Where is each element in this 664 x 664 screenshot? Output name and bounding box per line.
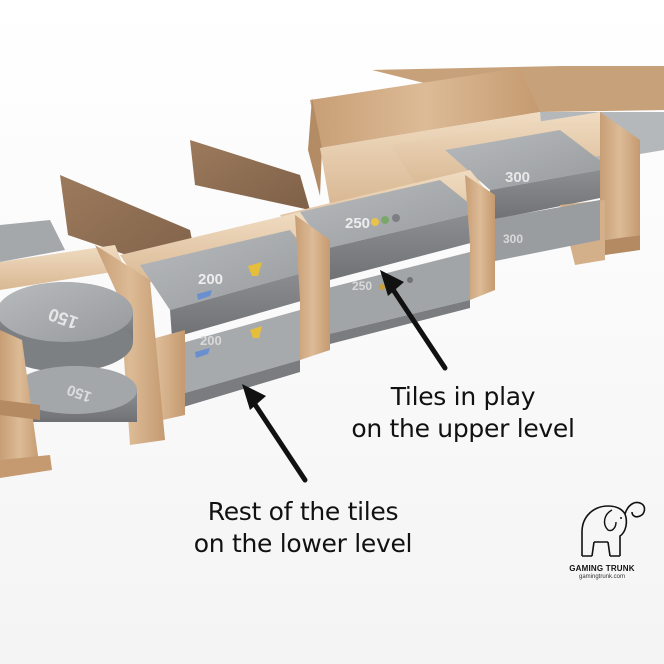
compartment-middle: 250 250 [190,140,495,345]
tile-250-label: 250 [345,215,370,232]
lower-caption-line1: Rest of the tiles [207,497,399,526]
compartment-back: 300 300 [390,112,640,265]
upper-level-caption: Tiles in play on the upper level [338,381,588,445]
compartment-front: 200 200 [60,175,330,425]
arrow-icon [242,270,448,483]
compartment-left: 150 150 [0,220,165,478]
svg-text:200: 200 [200,333,222,348]
brand-logo: GAMING TRUNK gamingtrunk.com [552,492,652,588]
upper-caption-line1: Tiles in play [390,382,536,411]
svg-text:300: 300 [503,232,523,246]
lower-level-caption: Rest of the tiles on the lower level [178,496,428,560]
brand-url: gamingtrunk.com [578,574,626,580]
tile-300-label: 300 [505,169,530,186]
brand-name: GAMING TRUNK [569,564,635,573]
svg-text:250: 250 [352,279,372,293]
elephant-logo-icon [581,501,646,557]
lower-caption-line2: on the lower level [193,529,413,558]
upper-caption-line2: on the upper level [351,414,575,443]
tile-200-label: 200 [198,271,223,288]
